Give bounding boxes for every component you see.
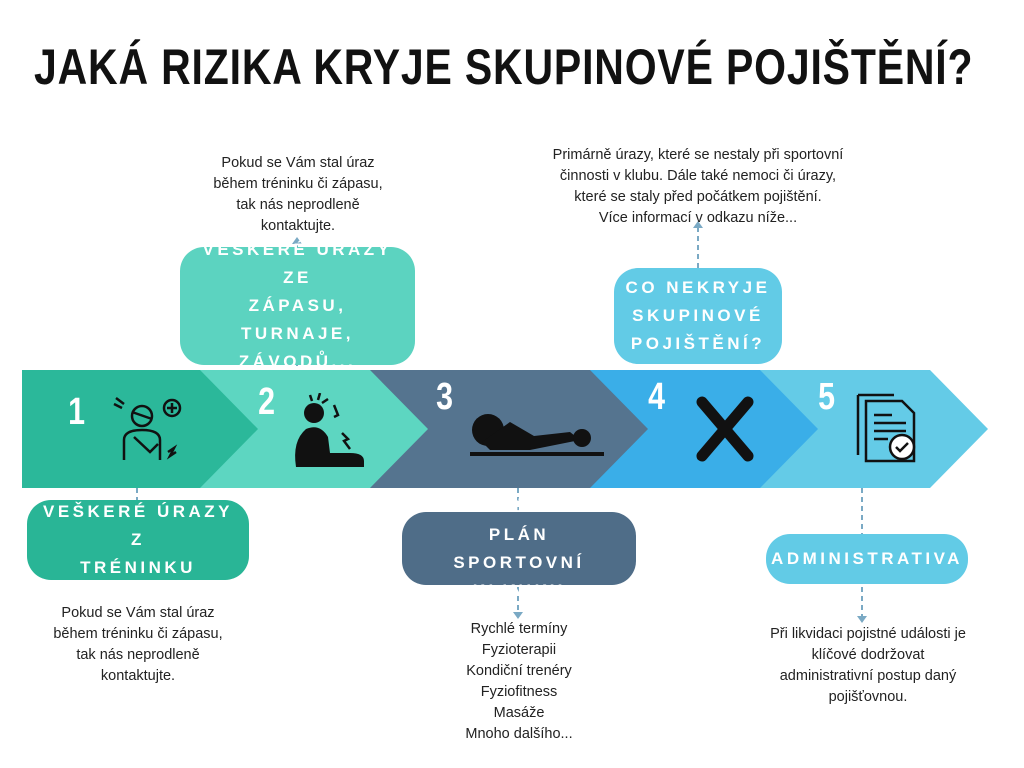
injured-person-icon [113,397,182,460]
connector-4-arrowhead [693,221,703,228]
pill-administration: ADMINISTRATIVA [766,534,968,584]
pain-person-icon [295,393,364,467]
document-check-icon [856,393,916,463]
text-not-covered: Primárně úrazy, které se nestaly při spo… [552,147,844,226]
step-number-4: 4 [648,376,666,418]
step-number-1: 1 [68,391,86,433]
step-number-5: 5 [818,376,836,418]
connector-3-arrowhead [513,612,523,619]
step-number-2: 2 [258,381,276,423]
chevron-4 [580,370,818,488]
connector-2-arrowhead [292,237,302,244]
cross-icon [696,396,754,462]
page-title: JAKÁ RIZIKA KRYJE SKUPINOVÉ POJIŠTĚNÍ? [34,39,974,95]
connector-5-arrowhead [857,616,867,623]
chevron-5 [740,370,988,488]
step-number-3: 3 [436,376,454,418]
lying-person-icon [470,414,604,456]
